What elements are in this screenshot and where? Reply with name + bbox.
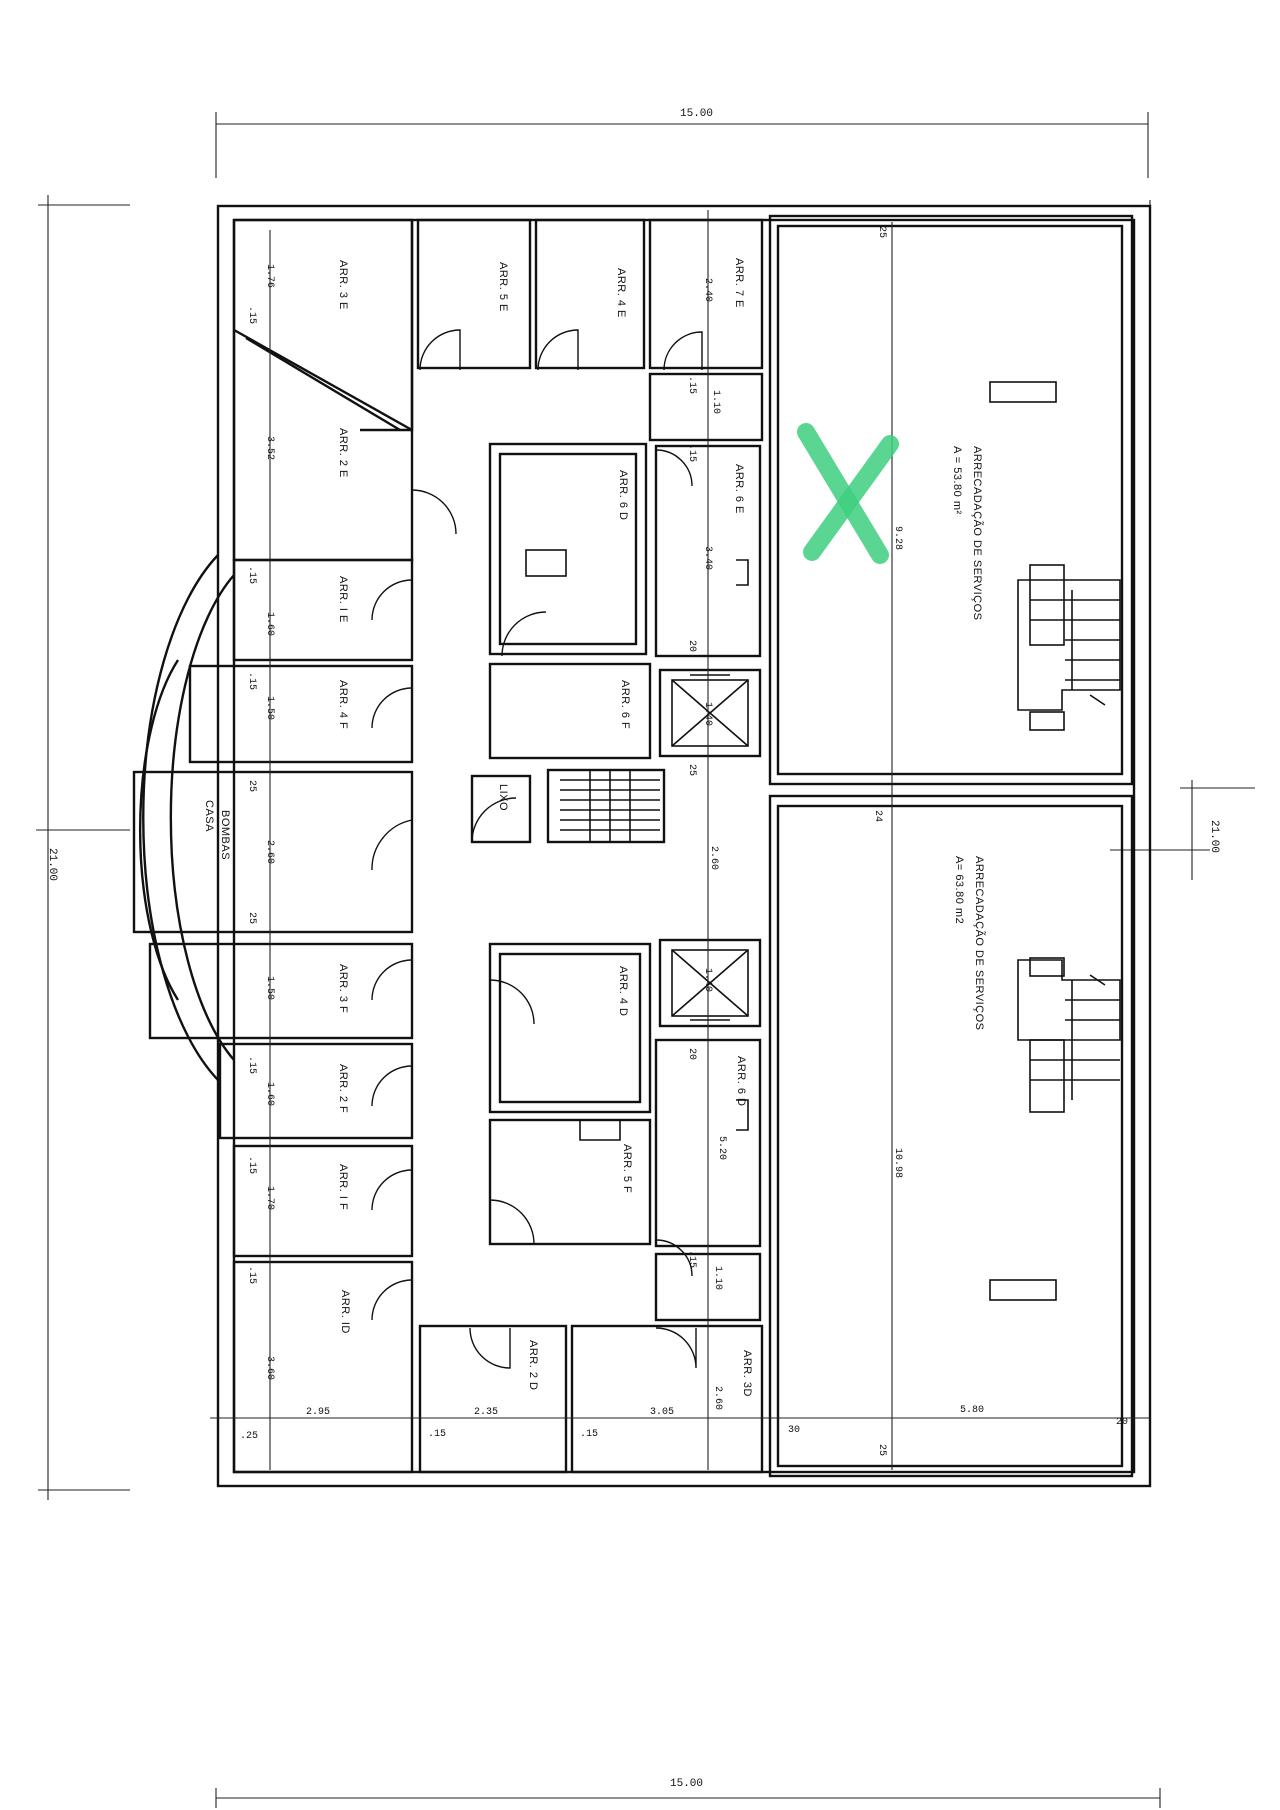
service-rooms (768, 214, 1134, 1478)
m-1098: 10.98 (892, 1148, 903, 1178)
m-260a: 2.60 (264, 840, 275, 864)
label-arr-5e: ARR. 5 E (497, 262, 509, 312)
label-arr-3d: ARR. 3D (741, 1350, 753, 1397)
label-arr-7e: ARR. 7 E (733, 258, 745, 308)
m-360: 3.60 (264, 1356, 275, 1380)
m-15i: .15 (246, 1266, 257, 1284)
label-arr-2f: ARR. 2 F (337, 1064, 349, 1113)
m-150a: 1.50 (264, 696, 275, 720)
label-arr-1d: ARR. ID (339, 1290, 351, 1334)
m-25c: 25 (246, 912, 257, 924)
m-15k: .15 (580, 1429, 598, 1440)
m-20b: 20 (686, 1048, 697, 1060)
label-serv-top-2: A = 53.80 m² (951, 446, 963, 515)
m-15a: .15 (246, 306, 257, 324)
label-bombas: BOMBAS (219, 810, 231, 860)
m-20a: 20 (686, 640, 697, 652)
centre-core (470, 662, 762, 1028)
label-arr-5f: ARR. 5 F (621, 1144, 633, 1193)
green-x-mark (797, 423, 899, 564)
m-580: 5.80 (960, 1405, 984, 1416)
m-15g: .15 (246, 1156, 257, 1174)
label-arr-6f: ARR. 6 F (619, 680, 631, 729)
left-rooms (132, 558, 414, 1474)
measure-labels: 1.76 .15 2.40 .15 1.10 .15 3.52 3.40 .15… (240, 226, 1128, 1456)
bottom-width-dim: 15.00 (670, 1778, 703, 1790)
m-176: 1.76 (264, 264, 275, 288)
label-arr-4f: ARR. 4 F (337, 680, 349, 729)
label-arr-6d-low: ARR. 6 D (735, 1056, 747, 1106)
label-arr-3e: ARR. 3 E (337, 260, 349, 310)
m-260c: 2.60 (712, 1386, 723, 1410)
label-lixo: LIXO (497, 784, 509, 811)
m-240: 2.40 (702, 278, 713, 302)
room-labels: ARR. 3 E ARR. 5 E ARR. 4 E ARR. 7 E ARR.… (203, 258, 986, 1397)
m-110b: 1.10 (712, 1266, 723, 1290)
m-352: 3.52 (264, 436, 275, 460)
m-160a: 1.60 (264, 612, 275, 636)
label-arr-3f: ARR. 3 F (337, 964, 349, 1013)
m-520: 5.20 (716, 1136, 727, 1160)
left-height-dim: 21.00 (46, 848, 58, 881)
m-15c: .15 (686, 444, 697, 462)
label-casa: CASA (203, 800, 215, 832)
m-140a: 1.40 (702, 702, 713, 726)
m-15b: .15 (686, 376, 697, 394)
label-arr-6e: ARR. 6 E (733, 464, 745, 514)
m-30: 30 (788, 1425, 800, 1436)
label-arr-1f: ARR. I F (337, 1164, 349, 1210)
label-arr-1e: ARR. I E (337, 576, 349, 623)
label-serv-bot-2: A= 63.80 m2 (953, 856, 965, 924)
m-15h: .15 (686, 1250, 697, 1268)
m-15f: .15 (246, 1056, 257, 1074)
label-arr-2e: ARR. 2 E (337, 428, 349, 478)
m-305: 3.05 (650, 1407, 674, 1418)
label-serv-bot-1: ARRECADAÇÃO DE SERVIÇOS (973, 856, 986, 1031)
right-height-dim: 21.00 (1208, 820, 1220, 853)
m-110a: 1.10 (710, 390, 721, 414)
m-170: 1.70 (264, 1186, 275, 1210)
m-20c: 20 (1116, 1417, 1128, 1428)
m-140b: 1.40 (702, 968, 713, 992)
m-150b: 1.50 (264, 976, 275, 1000)
m-25b: 25 (686, 764, 697, 776)
m-340: 3.40 (702, 546, 713, 570)
label-arr-4e: ARR. 4 E (615, 268, 627, 318)
outer-walls (138, 204, 1152, 1488)
m-160b: 1.60 (264, 1082, 275, 1106)
m-260b: 2.60 (708, 846, 719, 870)
m-25e: 25 (876, 226, 887, 238)
m-928: 9.28 (892, 526, 903, 550)
label-serv-top-1: ARRECADAÇÃO DE SERVIÇOS (971, 446, 984, 621)
m-25a: 25 (246, 780, 257, 792)
lower-rooms (210, 210, 1150, 1474)
m-25d: .25 (240, 1431, 258, 1442)
m-235: 2.35 (474, 1407, 498, 1418)
m-24: 24 (872, 810, 883, 822)
m-15d: .15 (246, 566, 257, 584)
m-15j: .15 (428, 1429, 446, 1440)
label-arr-6d: ARR. 6 D (617, 470, 629, 520)
m-295: 2.95 (306, 1407, 330, 1418)
top-width-dim: 15.00 (680, 108, 713, 120)
m-25f: 25 (876, 1444, 887, 1456)
label-arr-2d: ARR. 2 D (527, 1340, 539, 1390)
label-arr-4d: ARR. 4 D (617, 966, 629, 1016)
m-15e: .15 (246, 672, 257, 690)
